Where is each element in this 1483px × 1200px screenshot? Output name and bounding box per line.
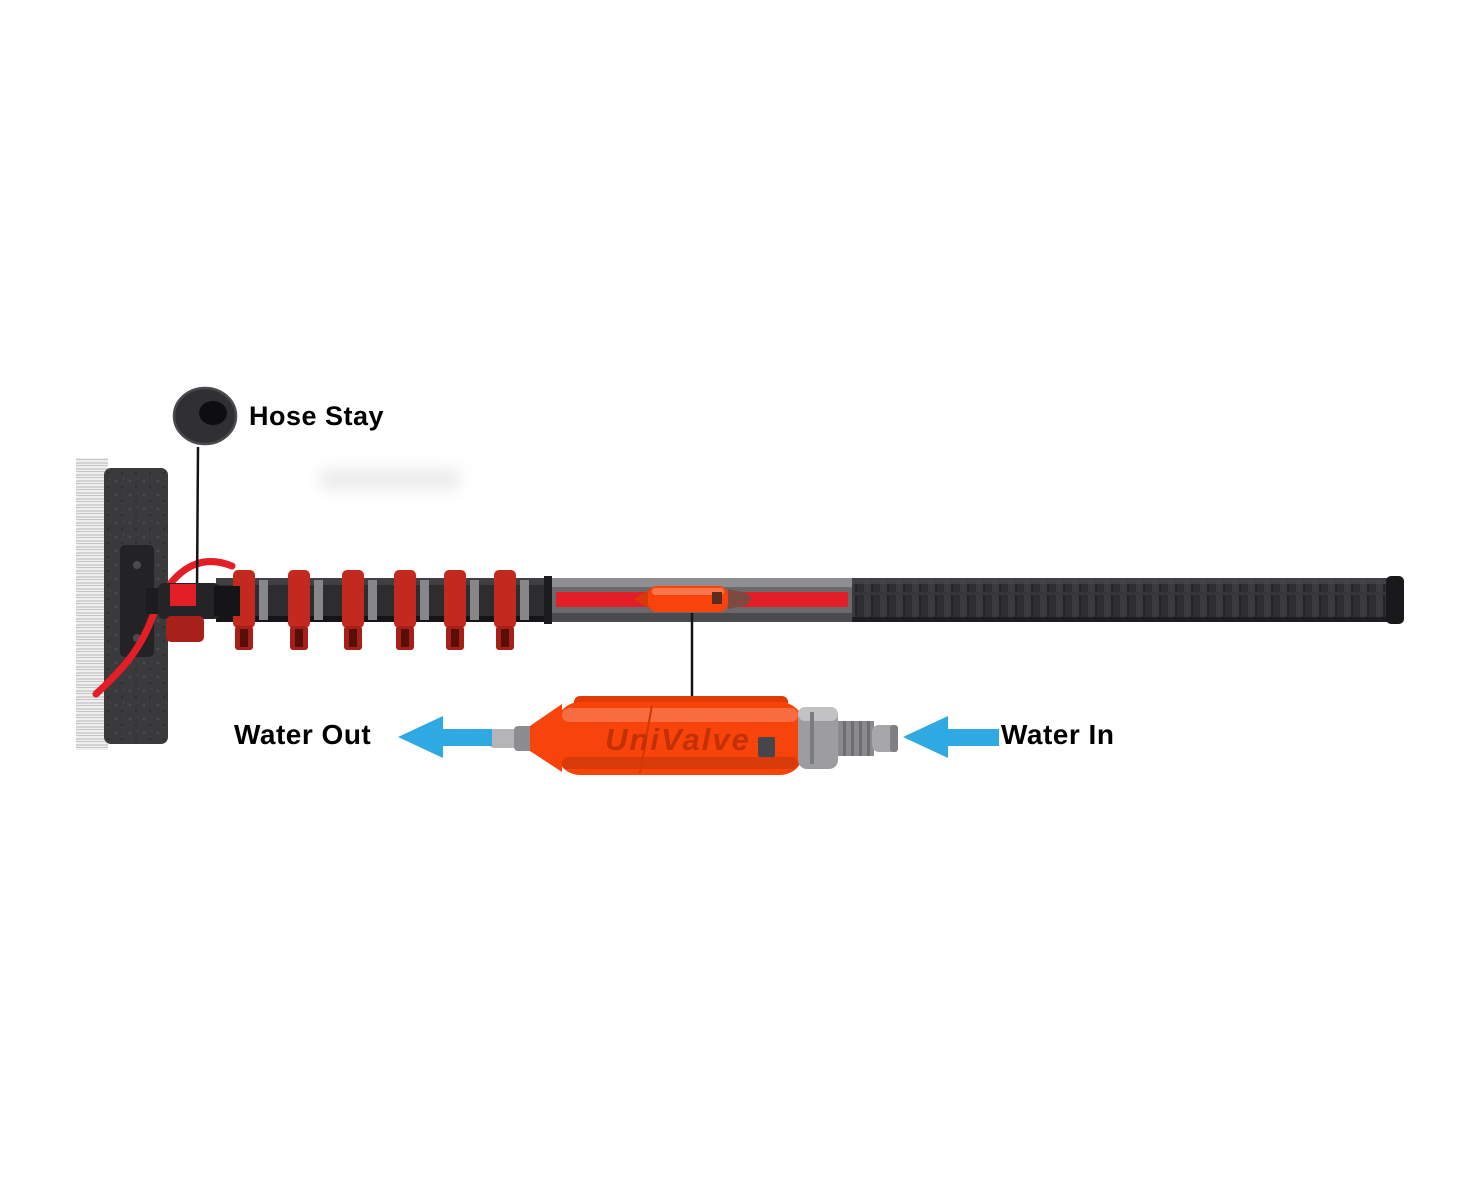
pole-clamp [494,570,516,650]
inline-valve-body [648,586,728,612]
hose-stay-callout-line [195,446,200,593]
pole-clamp [394,570,416,650]
univalve-collar-highlight [798,707,838,721]
water-out-arrow [398,716,492,758]
pole-clamp [444,570,466,650]
univalve-outlet-tube [487,729,521,748]
pole-middle-highlight [548,578,856,587]
inline-valve-tip [728,589,752,609]
univalve-neck [530,704,562,772]
water-in-arrow [903,716,999,758]
brush-bolt-top [133,561,141,569]
univalve-body [556,702,804,775]
water-out-label: Water Out [234,719,372,750]
hose-stay-label: Hose Stay [249,401,385,431]
univalve-body-shadow [562,757,798,769]
hose-stay-ring [172,386,238,446]
univalve-seam [639,704,653,774]
pole-right-highlight [852,578,1388,584]
univalve-ribbed-connector [838,721,874,756]
inline-valve-tail [634,589,650,609]
univalve-collar-groove [810,712,814,764]
background-smudge [320,468,460,490]
hose-stay-rim [172,386,238,446]
univalve-outlet-collar [514,726,534,751]
inline-valve-on-pole [634,586,752,612]
pole-left-shadow [216,616,550,622]
pole-right-section [852,578,1388,622]
univalve-button [758,737,775,757]
gooseneck-connector [146,583,240,642]
pole-joint-ring [544,576,552,624]
brush-hose-curve [92,558,236,698]
pole-left-highlight [216,578,550,585]
univalve-inlet-end-ring [890,725,898,752]
univalve-collar [798,707,838,769]
gooseneck-red-elbow [166,616,204,642]
pole-clamp [288,570,310,650]
hose-stay-hole [199,401,227,425]
pole-end-cap [1386,576,1404,624]
water-in-label: Water In [1001,719,1115,750]
pole-clamp [342,570,364,650]
pole-middle-shadow [548,613,856,622]
gooseneck-red-block [170,584,196,606]
inline-valve-highlight [652,588,724,595]
pole-right-shadow [852,617,1388,622]
inline-valve-button [712,592,722,604]
univalve-enlarged: UniValve [487,696,898,775]
univalve-brand-text: UniValve [605,722,751,757]
brush-bristles [76,458,108,750]
pole-clamps [233,570,516,650]
univalve-body-highlight [562,708,798,722]
pole-section-bands [259,580,529,620]
gooseneck-collar [214,586,240,616]
